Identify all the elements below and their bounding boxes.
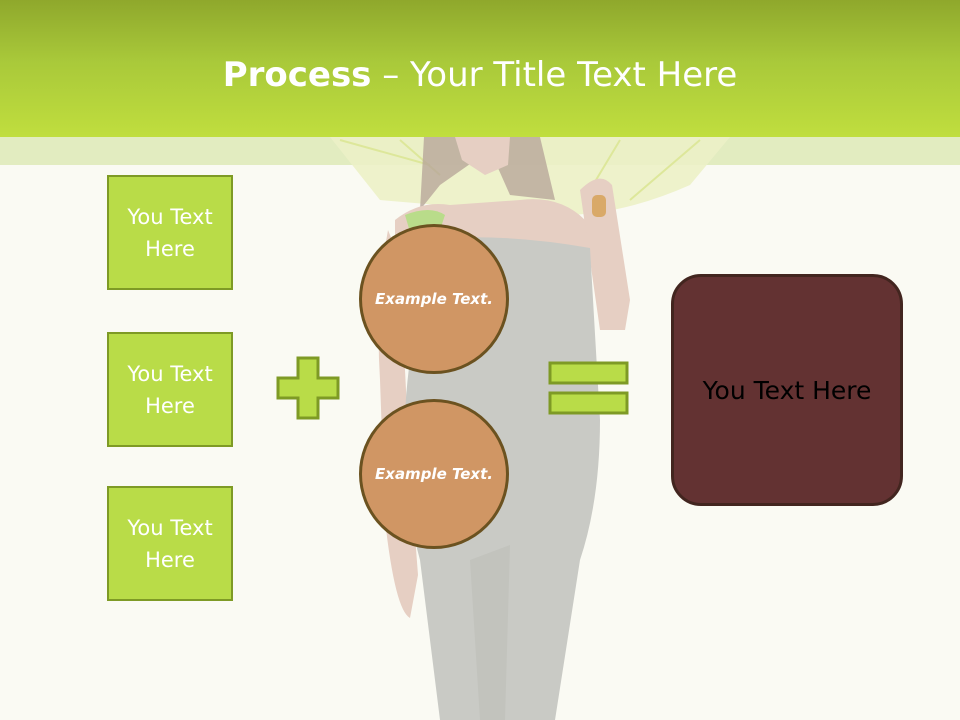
equals-icon — [548, 361, 629, 415]
slide-title: Process – Your Title Text Here — [0, 52, 960, 98]
text-box-1[interactable]: You Text Here — [107, 175, 233, 290]
text-box-3[interactable]: You Text Here — [107, 486, 233, 601]
example-circle-2[interactable]: Example Text. — [359, 399, 509, 549]
title-banner: Process – Your Title Text Here — [0, 0, 960, 137]
result-box[interactable]: You Text Here — [671, 274, 903, 506]
text-box-2[interactable]: You Text Here — [107, 332, 233, 447]
title-bold-part: Process — [222, 55, 372, 95]
example-circle-1[interactable]: Example Text. — [359, 224, 509, 374]
plus-icon — [276, 356, 340, 420]
title-rest-part: – Your Title Text Here — [371, 55, 738, 95]
